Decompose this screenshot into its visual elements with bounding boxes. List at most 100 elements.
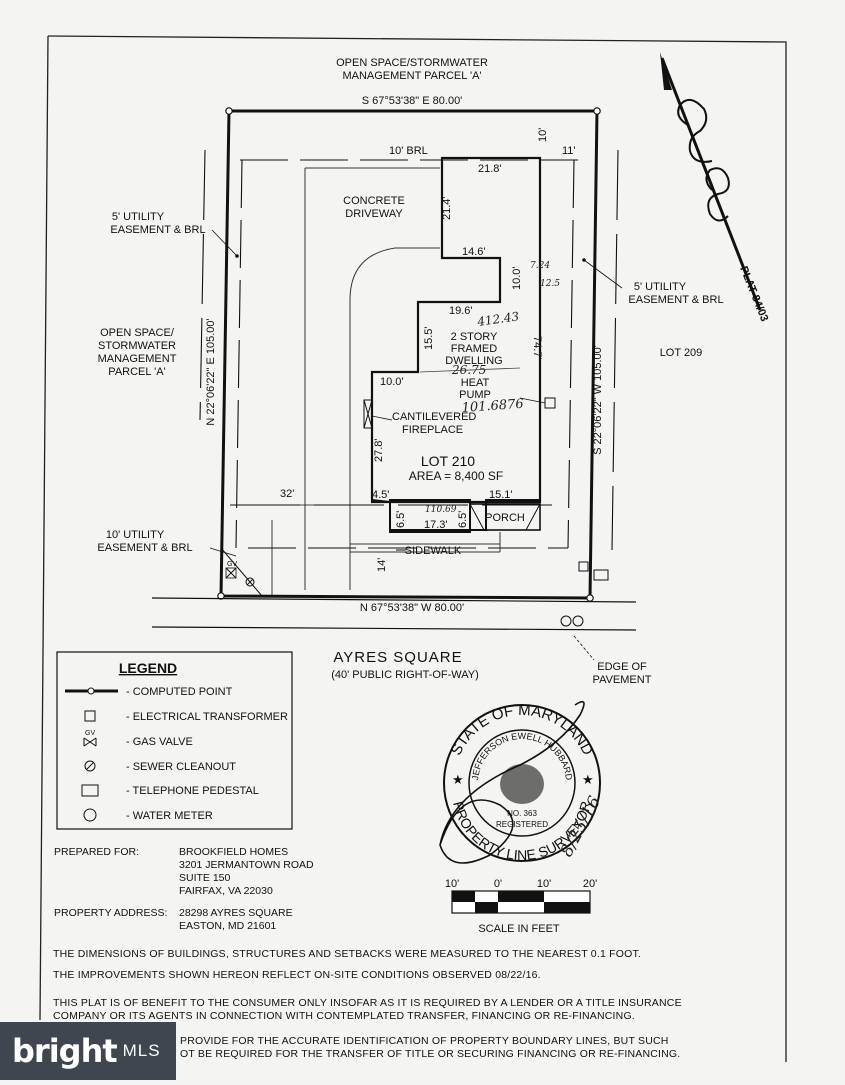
neighbor-lines — [199, 149, 619, 551]
top-label-line1: OPEN SPACE/STORMWATER — [336, 57, 488, 69]
sheet-border-left — [39, 35, 49, 1021]
edge-of-pavement — [151, 626, 637, 631]
open-space-2: STORMWATER — [98, 340, 176, 352]
computed-point — [586, 594, 594, 602]
note-line: THIS PLAT IS OF BENEFIT TO THE CONSUMER … — [53, 997, 682, 1009]
dim-14: 14' — [376, 558, 388, 572]
gas-valve-symbol-label: GV — [85, 730, 95, 737]
handwritten-note: 101.6876 — [461, 397, 524, 416]
scale-tick: 10' — [445, 878, 459, 890]
seal-number: NO. 363 — [507, 809, 537, 818]
property-address-label: PROPERTY ADDRESS: — [54, 907, 168, 919]
surveyor-signature — [439, 700, 585, 864]
bright-mls-watermark: bright MLS — [0, 1022, 176, 1080]
easement-left-2: EASEMENT & BRL — [110, 224, 205, 236]
dwelling-label-1: 2 STORY — [451, 331, 498, 343]
bearing-top: S 67°53'38" E 80.00' — [362, 95, 463, 107]
water-meter-symbol — [83, 808, 97, 822]
dim-15-1: 15.1' — [489, 489, 513, 501]
heat-pump-label-2: PUMP — [459, 389, 491, 401]
open-space-3: MANAGEMENT — [98, 353, 177, 365]
scale-label: SCALE IN FEET — [478, 923, 560, 935]
seal-star-icon: ★ — [582, 772, 594, 787]
water-meter-icon — [560, 615, 572, 627]
plat-label: PLAT 84/03 — [737, 265, 770, 324]
easement-right-1: 5' UTILITY — [634, 281, 687, 293]
lot-area: AREA = 8,400 SF — [409, 469, 503, 483]
electrical-transformer-icon — [578, 561, 589, 572]
dim-74-7: 74.7' — [531, 336, 543, 360]
computed-point — [225, 107, 233, 115]
watermark-suffix: MLS — [122, 1041, 161, 1060]
legend-item-label: - TELEPHONE PEDESTAL — [126, 785, 259, 797]
cantilevered-fireplace — [363, 399, 373, 429]
prepared-for-block: BROOKFIELD HOMES 3201 JERMANTOWN ROAD SU… — [179, 846, 314, 898]
porch-label: PORCH — [485, 512, 525, 524]
open-space-1: OPEN SPACE/ — [100, 327, 175, 339]
dim-17-3: 17.3' — [424, 519, 448, 531]
dwelling-outline — [370, 156, 542, 504]
heat-pump — [544, 397, 556, 409]
handwritten-note: 110.69 — [425, 505, 457, 515]
scale-tick: 0' — [494, 878, 502, 890]
dim-10-0b: 10.0' — [380, 376, 404, 388]
dim-21-8: 21.8' — [478, 163, 502, 175]
edge-label-1: EDGE OF — [597, 661, 647, 673]
seal-registered: REGISTERED — [496, 820, 548, 829]
handwritten-note: 12.5 — [540, 279, 560, 289]
easement-right-2: EASEMENT & BRL — [628, 294, 723, 306]
dwelling-label-3: DWELLING — [445, 355, 502, 367]
transformer-symbol — [84, 710, 96, 722]
legend-title: LEGEND — [119, 660, 177, 676]
open-space-4: PARCEL 'A' — [108, 366, 165, 378]
scale-bar: 10' 0' 10' 20' SCALE IN FEET — [445, 878, 597, 935]
seal-star-icon: ★ — [452, 772, 464, 787]
lot-number: LOT 210 — [421, 453, 475, 469]
dim-32: 32' — [280, 488, 294, 500]
gas-valve-icon: GV — [225, 561, 237, 579]
scale-tick: 20' — [583, 878, 597, 890]
driveway-label-2: DRIVEWAY — [345, 208, 403, 220]
fireplace-label-2: FIREPLACE — [402, 424, 463, 436]
prepared-for-line: BROOKFIELD HOMES — [179, 846, 289, 858]
note-line: OT BE REQUIRED FOR THE TRANSFER OF TITLE… — [180, 1048, 681, 1060]
scale-tick: 10' — [537, 878, 551, 890]
driveway-label-1: CONCRETE — [343, 195, 405, 207]
road-edge — [151, 597, 637, 603]
bearing-right: S 22°06'22" W 105.00' — [592, 345, 604, 455]
dim-15-5: 15.5' — [423, 326, 435, 350]
telephone-symbol — [81, 784, 99, 797]
prepared-for-label: PREPARED FOR: — [54, 846, 139, 858]
legend-item-label: - WATER METER — [126, 810, 213, 822]
lot-209-label: LOT 209 — [660, 347, 703, 359]
computed-point-symbol — [87, 687, 95, 695]
fireplace-label-1: CANTILEVERED — [392, 411, 476, 423]
dim-6-5a: 6.5' — [395, 511, 407, 528]
dim-4-5: 4.5' — [372, 489, 389, 501]
gas-valve-symbol: GV — [83, 730, 97, 747]
note-line: COMPANY OR ITS AGENTS IN CONNECTION WITH… — [53, 1010, 635, 1022]
note-block: PROVIDE FOR THE ACCURATE IDENTIFICATION … — [180, 1035, 740, 1061]
porch — [469, 503, 541, 531]
note-block: THIS PLAT IS OF BENEFIT TO THE CONSUMER … — [53, 997, 753, 1023]
legend-box — [56, 651, 293, 830]
concrete-driveway — [304, 167, 440, 590]
watermark-brand: bright — [12, 1032, 118, 1070]
dim-27-8: 27.8' — [373, 438, 385, 462]
legend-item-label: - COMPUTED POINT — [126, 686, 233, 698]
sidewalk-label: SIDEWALK — [405, 545, 462, 557]
front-stoop — [389, 502, 470, 533]
bearing-bottom: N 67°53'38" W 80.00' — [360, 602, 464, 614]
road-right-of-way: (40' PUBLIC RIGHT-OF-WAY) — [331, 669, 479, 681]
dim-10-top: 10' — [537, 128, 549, 142]
dim-11: 11' — [562, 145, 576, 157]
note-line: THE DIMENSIONS OF BUILDINGS, STRUCTURES … — [53, 948, 642, 960]
easement-bottom-1: 10' UTILITY — [106, 529, 165, 541]
handwritten-note: 7.24 — [530, 261, 550, 271]
gas-valve-label: GV — [227, 561, 237, 568]
note-line: THE IMPROVEMENTS SHOWN HEREON REFLECT ON… — [53, 969, 541, 981]
prepared-for-line: 3201 JERMANTOWN ROAD — [179, 859, 314, 871]
prepared-for-line: FAIRFAX, VA 22030 — [179, 885, 273, 897]
dim-14-6: 14.6' — [462, 246, 486, 258]
